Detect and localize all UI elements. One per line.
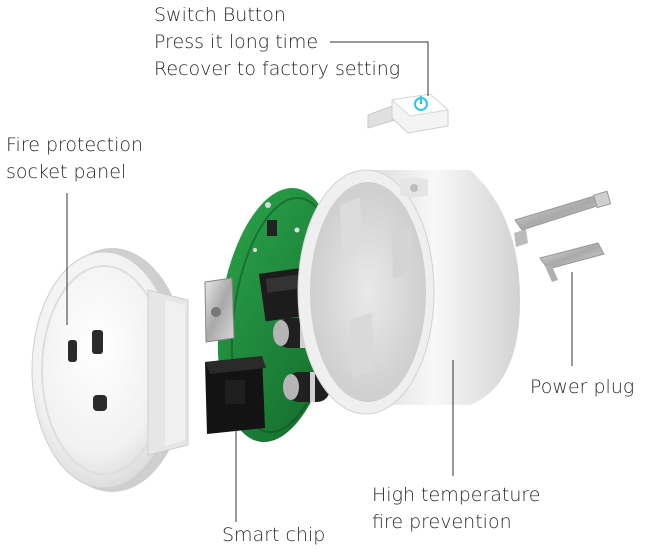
socket-panel — [31, 248, 189, 492]
fire-panel-label: Fire protection socket panel — [6, 132, 143, 186]
smart-chip-label-text: Smart chip — [222, 524, 326, 546]
switch-button-label-line1: Switch Button — [154, 4, 286, 26]
socket-slot-right — [92, 330, 103, 354]
power-plug-label: Power plug — [530, 374, 634, 401]
switch-button-label-line2: Press it long time — [154, 31, 319, 53]
socket-ground-hole — [93, 395, 107, 411]
housing-drum — [297, 169, 520, 415]
power-plug-prongs — [514, 190, 612, 282]
socket-slot-left — [68, 340, 77, 362]
fire-panel-label-line1: Fire protection — [6, 134, 144, 156]
high-temp-label-line1: High temperature — [372, 484, 541, 506]
high-temp-label-line2: fire prevention — [372, 511, 512, 533]
leader-switch-button — [330, 41, 429, 96]
switch-button — [367, 93, 450, 134]
switch-button-label-line3: Recover to factory setting — [154, 58, 401, 80]
power-plug-label-text: Power plug — [530, 376, 635, 398]
leader-lines — [66, 41, 573, 522]
high-temp-label: High temperature fire prevention — [372, 482, 540, 536]
smart-chip-label: Smart chip — [222, 522, 325, 549]
fire-panel-label-line2: socket panel — [6, 161, 127, 183]
switch-button-label: Switch Button Press it long time Recover… — [154, 2, 400, 83]
